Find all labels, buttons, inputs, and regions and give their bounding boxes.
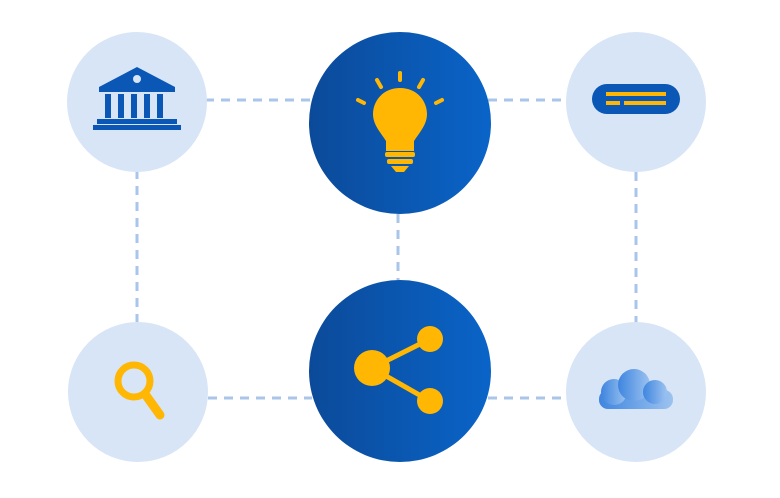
text-message-icon [592,84,680,114]
magnifier-icon [114,361,165,420]
node-search [68,322,208,462]
cloud-icon [599,369,673,409]
connectors [135,98,638,400]
node-idea [309,32,491,214]
lightbulb-icon [356,71,444,172]
share-icon [354,326,443,414]
node-message [566,32,706,172]
node-search-circle [68,322,208,462]
bank-building-icon [93,67,181,130]
node-cloud [566,322,706,462]
node-share-circle [309,280,491,462]
node-institution [67,32,207,172]
node-share [309,280,491,462]
